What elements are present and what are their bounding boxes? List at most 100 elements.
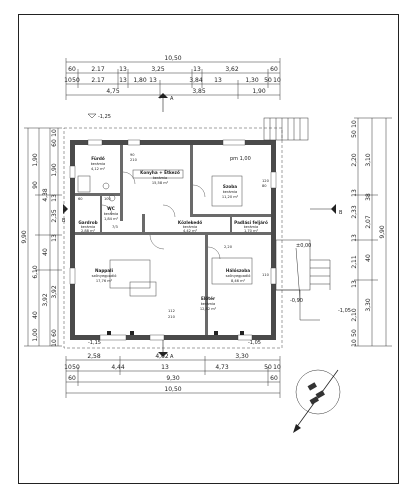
room-name: Gardrob — [78, 220, 97, 225]
dim-label: 50 — [351, 329, 358, 337]
bottom-dim-row3: 60 9,30 60 — [68, 375, 278, 382]
inner-walls — [75, 145, 271, 335]
room-name: Padlási feljáró — [234, 220, 268, 225]
top-dim-row4: 4,75 3,85 1,90 — [106, 88, 266, 95]
dim-label: 4,73 — [215, 364, 229, 371]
room-area: 2,88 m² — [81, 229, 96, 233]
dim-label: 4,44 — [111, 364, 125, 371]
dim-label: 3,25 — [151, 66, 165, 73]
bottom-dim-row4: 10,50 — [164, 386, 181, 393]
dim-label: 9,30 — [166, 375, 180, 382]
dim-label: 50 — [264, 364, 272, 371]
dim-label: 60 — [68, 375, 76, 382]
dim-label: 2,07 — [365, 215, 372, 229]
room-wc: WC kerámia 1,84 m² — [104, 206, 119, 221]
section-a-label: A — [170, 96, 174, 102]
dim-label: 10 — [273, 77, 281, 84]
dim-label: 4,75 — [106, 88, 120, 95]
opening-label: 100 — [104, 197, 112, 201]
level-terrace: -0,90 — [290, 298, 303, 304]
dim-label: 2.17 — [91, 66, 105, 73]
top-dim-total: 10,50 — [164, 55, 181, 62]
right-dimension-lines — [354, 117, 392, 347]
dim-label: 9,90 — [21, 230, 28, 244]
room-gardrob: Gardrob kerámia 2,88 m² — [78, 220, 97, 233]
room-padlasi-feljaro: Padlási feljáró kerámia 1,70 m² — [234, 220, 268, 233]
opening-label: 210 — [130, 158, 138, 162]
dim-label: 90 — [32, 181, 39, 189]
section-b-label-right: B — [339, 210, 343, 216]
right-dim-row3: 9,90 — [379, 225, 386, 239]
dim-label: 3,85 — [192, 88, 206, 95]
sink-icon — [102, 182, 110, 190]
outer-walls — [70, 140, 276, 340]
dim-label: 2,33 — [351, 205, 358, 219]
room-kozlekedo: Közlekedő kerámia 4,42 m² — [178, 220, 202, 233]
top-dim-row2: 60 2.17 13 3,25 13 3,62 60 — [68, 66, 278, 73]
dim-label: 2.17 — [91, 77, 105, 84]
dim-label: 1,90 — [252, 88, 266, 95]
dim-label: 40 — [32, 311, 39, 319]
dim-label: 50 — [264, 77, 272, 84]
room-name: Konyha + Étkező — [140, 170, 180, 175]
dim-label: 4,62 — [155, 353, 169, 360]
dim-label: 13 — [149, 77, 157, 84]
door-swings — [101, 171, 221, 260]
dim-label: 6,10 — [32, 265, 39, 279]
dim-label: 13 — [351, 280, 358, 288]
dim-label: 2,58 — [87, 353, 101, 360]
room-floor: kerámia — [183, 225, 198, 229]
dim-label: 60 — [51, 139, 58, 147]
dim-label: 60 — [270, 66, 278, 73]
room-name: WC — [107, 206, 115, 211]
dim-label: 3,30 — [365, 298, 372, 312]
dim-label: 13 — [351, 234, 358, 242]
dim-label: 13 — [119, 77, 127, 84]
room-floor: szőnyegpadló — [92, 274, 117, 278]
dim-label: 2,20 — [351, 153, 358, 167]
door-width-label: 210 — [168, 315, 176, 319]
room-floor: kerámia — [201, 302, 216, 306]
kitchen-counter — [132, 169, 184, 179]
dim-label: 10 — [351, 120, 358, 128]
room-name: Közlekedő — [178, 220, 202, 225]
dim-label: 3,30 — [235, 353, 249, 360]
dim-label: 38 — [365, 193, 372, 201]
room-area: 4,12 m² — [91, 167, 106, 171]
double-bed-icon — [211, 257, 253, 285]
dim-label: 10 — [351, 339, 358, 347]
windows — [69, 139, 277, 341]
level-upper: pm 1,00 — [230, 156, 251, 162]
room-name: Hálószoba — [226, 268, 250, 273]
dim-label: 1,90 — [51, 163, 58, 177]
dim-label: 1,80 — [133, 77, 147, 84]
room-area: 12,82 m² — [200, 307, 217, 311]
opening-label: 120 — [262, 179, 270, 183]
bottom-dim-row1: 2,58 4,62 3,30 — [87, 353, 249, 360]
section-a-top-marker: A — [158, 93, 174, 112]
toilet-icon — [108, 194, 116, 202]
level-marks: -1,25 pm 1,00 ±0,00 -0,90 -1,05 -1,15 -1… — [87, 113, 351, 346]
dim-label: 50 — [351, 130, 358, 138]
dim-label: 50 — [72, 77, 80, 84]
room-floor: szőnyegpadló — [226, 274, 251, 278]
dim-label: 2,35 — [51, 209, 58, 223]
bathtub-icon — [77, 175, 91, 193]
room-area: 11,20 m² — [222, 195, 239, 199]
dim-label: 13 — [119, 66, 127, 73]
section-b-left-marker: B — [62, 204, 68, 224]
dim-label: 40 — [365, 254, 372, 262]
left-dim-row3: 9,90 — [21, 230, 28, 244]
bottom-dim-row2: 10 50 4,44 13 4,73 50 10 — [64, 364, 281, 371]
level-entry: ±0,00 — [296, 243, 311, 249]
room-area: 15,58 m² — [152, 181, 169, 185]
room-eloter: Előtér kerámia 12,82 m² — [200, 296, 217, 311]
dim-label: 3,92 — [42, 293, 49, 307]
dim-label: 3,10 — [365, 153, 372, 167]
top-dim-row3: 10 50 2.17 13 1,80 13 3,84 13 1,30 50 10 — [64, 77, 281, 84]
dim-label: 60 — [68, 66, 76, 73]
section-a-label-bottom: A — [170, 354, 174, 360]
left-dimension-lines — [24, 127, 62, 347]
dim-label: 13 — [193, 66, 201, 73]
